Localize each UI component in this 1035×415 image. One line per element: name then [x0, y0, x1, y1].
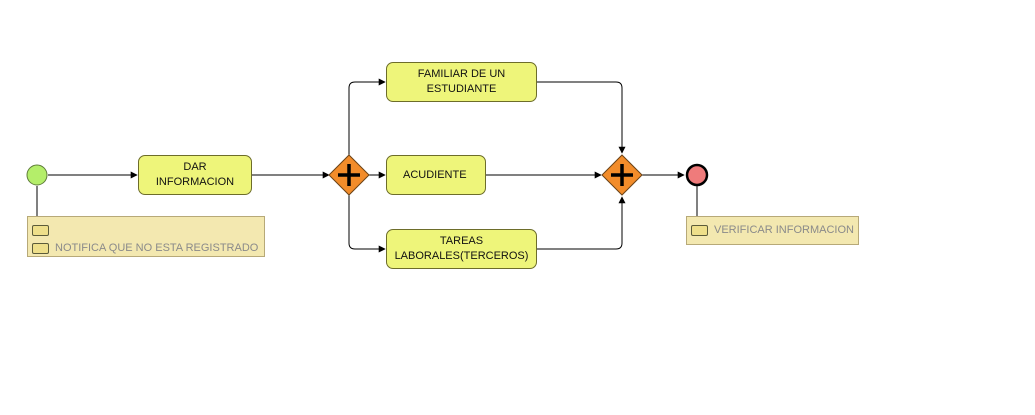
note-item-icon: [32, 224, 49, 236]
parallel-gateway-join-icon[interactable]: [601, 154, 643, 196]
start-note: NOTIFICA QUE NO ESTA REGISTRADO: [27, 216, 265, 257]
parallel-gateway-split-icon[interactable]: [328, 154, 370, 196]
flow-familiar-to-join: [537, 81, 626, 154]
start-note-item-1: [32, 221, 260, 239]
note-item-icon: [32, 242, 49, 254]
flow-split-to-familiar: [348, 78, 386, 155]
end-note: VERIFICAR INFORMACION: [686, 216, 859, 245]
task-dar-informacion[interactable]: DAR INFORMACION: [138, 155, 252, 195]
end-note-item-1-label: VERIFICAR INFORMACION: [714, 224, 854, 236]
task-familiar-estudiante[interactable]: FAMILIAR DE UN ESTUDIANTE: [386, 62, 537, 102]
start-event-icon[interactable]: [26, 164, 48, 186]
flow-tareas-to-join: [537, 196, 626, 250]
end-event-icon[interactable]: [685, 163, 709, 187]
flow-split-to-tareas: [348, 195, 386, 253]
task-acudiente[interactable]: ACUDIENTE: [386, 155, 486, 195]
start-note-item-2: NOTIFICA QUE NO ESTA REGISTRADO: [32, 239, 260, 257]
note-item-icon: [691, 224, 708, 236]
start-note-item-2-label: NOTIFICA QUE NO ESTA REGISTRADO: [55, 242, 259, 254]
end-note-item-1: VERIFICAR INFORMACION: [691, 221, 854, 239]
task-tareas-laborales[interactable]: TAREAS LABORALES(TERCEROS): [386, 229, 537, 269]
